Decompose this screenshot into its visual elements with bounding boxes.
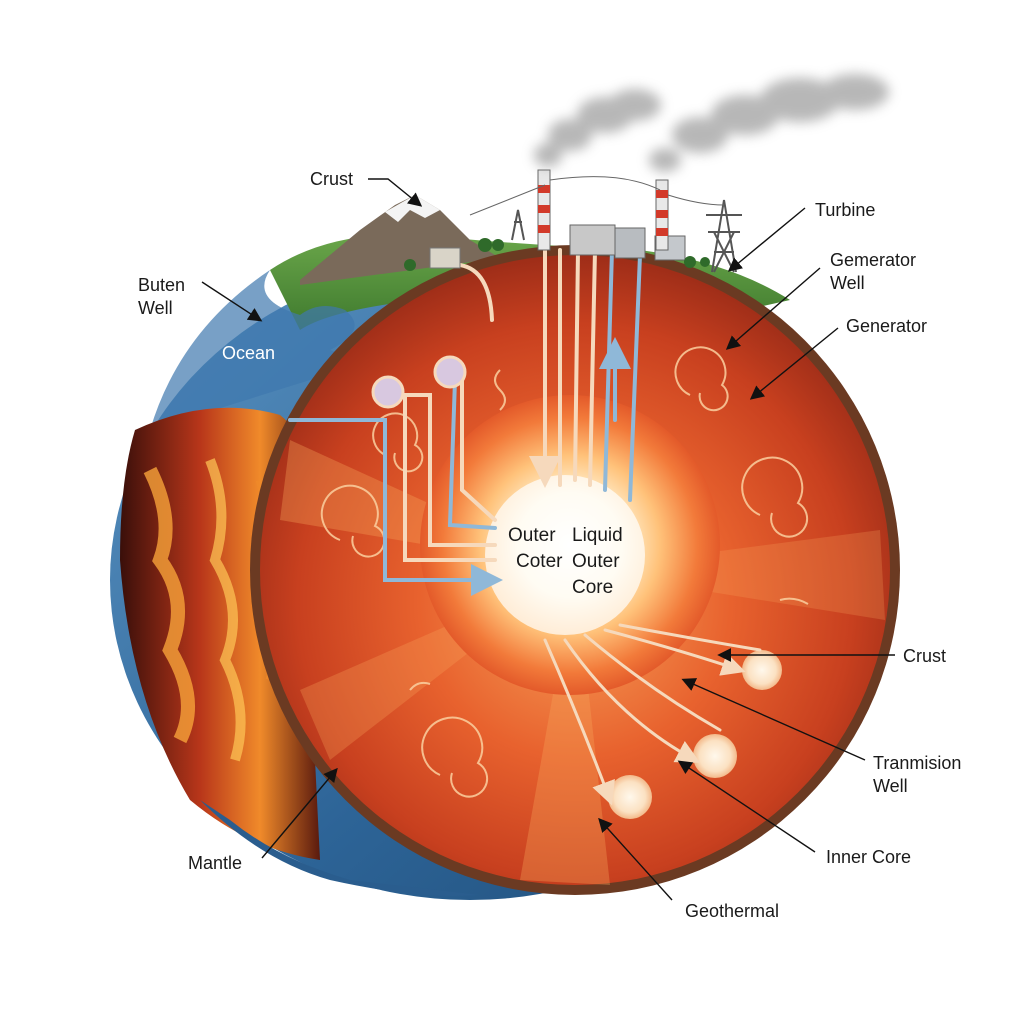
- pylon-small: [511, 209, 525, 241]
- plume-3: [608, 775, 652, 819]
- label-tranmision-well-line1: Tranmision: [873, 753, 962, 773]
- smoke: [534, 74, 889, 172]
- power-plant: [404, 74, 889, 273]
- plume-2: [693, 734, 737, 778]
- label-gemerator-well-line1: Gemerator: [830, 250, 917, 270]
- callout-buten-well: [201, 281, 263, 322]
- callout-crust-top: [368, 178, 423, 207]
- callout-lines: [201, 178, 895, 901]
- callout-mantle: [261, 767, 338, 859]
- callout-geothermal: [598, 817, 673, 901]
- pylon-large: [706, 199, 742, 273]
- core-label-outer: Outer: [508, 525, 556, 546]
- heat-exchangers: [371, 355, 467, 409]
- label-inner-core: Inner Core: [826, 847, 912, 867]
- label-ocean: Ocean: [222, 343, 276, 363]
- cross-section: [250, 245, 900, 895]
- core-label-outer-2: Outer: [572, 551, 620, 572]
- mountain-snow: [385, 195, 440, 222]
- plume-1: [742, 650, 782, 690]
- callout-inner-core: [677, 760, 816, 853]
- label-gemerator-well-line2: Well: [830, 273, 865, 293]
- callout-generator: [749, 327, 839, 400]
- label-generator: Generator: [846, 316, 928, 336]
- label-mantle: Mantle: [188, 853, 243, 873]
- magma-plumes: [608, 650, 782, 819]
- label-tranmision-well-line2: Well: [873, 776, 908, 796]
- plant-building-2: [614, 227, 646, 259]
- label-crust-top: Crust: [310, 169, 354, 189]
- callout-tranmision-well: [681, 678, 866, 761]
- label-crust-right: Crust: [903, 646, 947, 666]
- core-label-core: Core: [572, 577, 614, 598]
- exchanger-node-1: [371, 375, 405, 409]
- core-label-coter: Coter: [516, 551, 563, 572]
- core-label-liquid: Liquid: [572, 525, 623, 546]
- coastline: [150, 270, 355, 430]
- label-geothermal: Geothermal: [685, 901, 780, 921]
- label-buten-well-line1: Buten: [138, 275, 186, 295]
- callout-turbine: [727, 207, 806, 272]
- callout-gemerator-well: [725, 267, 821, 350]
- exchanger-node-2: [433, 355, 467, 389]
- inner-core-glow: [485, 475, 645, 635]
- label-buten-well-line2: Well: [138, 298, 173, 318]
- power-lines: [469, 176, 725, 216]
- convection-swirls: [320, 346, 809, 798]
- small-building: [429, 247, 461, 269]
- label-turbine: Turbine: [815, 200, 876, 220]
- plant-building-1: [569, 224, 616, 256]
- geothermal-pipes: [288, 248, 762, 806]
